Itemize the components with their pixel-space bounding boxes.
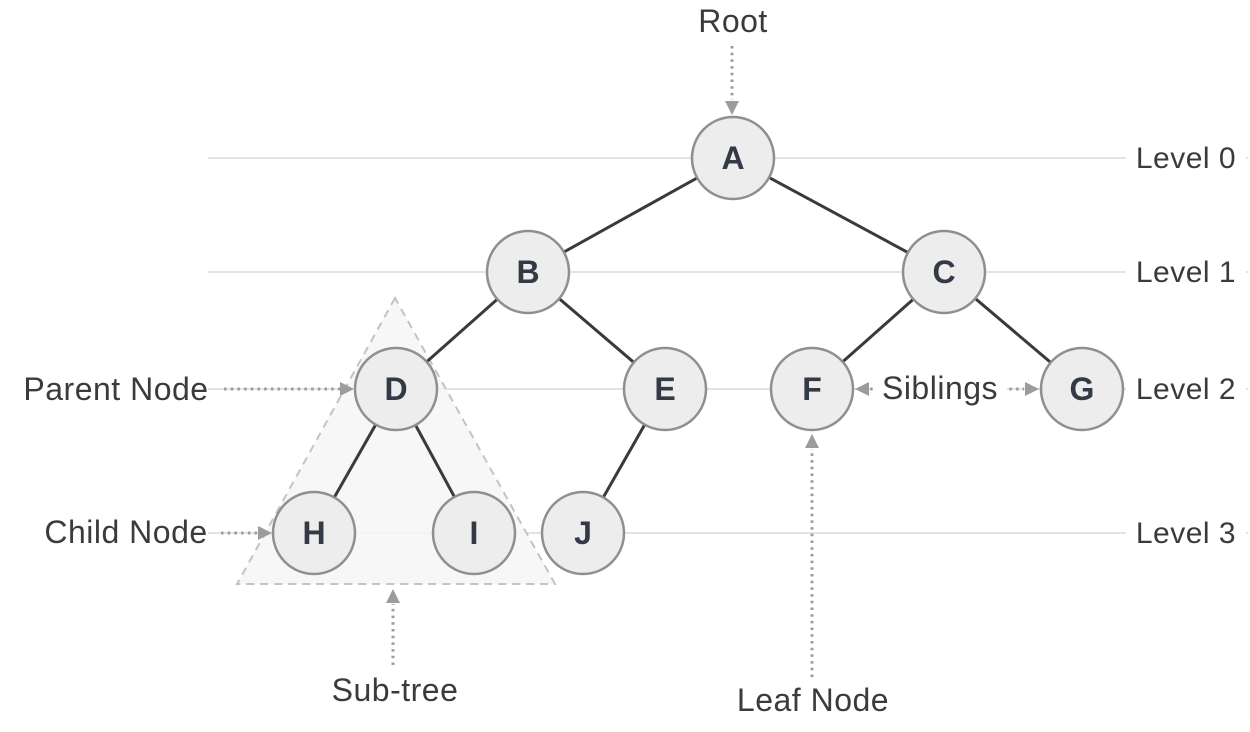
node-label-J: J xyxy=(574,515,592,551)
node-circle-G xyxy=(1039,346,1125,432)
leaf-node-label: Leaf Node xyxy=(736,682,890,718)
node-circle-J xyxy=(540,490,626,576)
leaf-node-arrow xyxy=(805,434,819,677)
parent-node-arrow xyxy=(224,382,354,396)
subtree-arrow xyxy=(386,589,400,665)
node-circle-C xyxy=(901,229,987,315)
node-label-E: E xyxy=(654,371,676,407)
parent-node-label: Parent Node xyxy=(23,371,209,407)
node-label-I: I xyxy=(469,515,479,551)
child-node-label: Child Node xyxy=(44,514,208,550)
subtree-label: Sub-tree xyxy=(331,672,459,708)
node-label-H: H xyxy=(302,515,326,551)
node-circle-B xyxy=(485,229,571,315)
node-circle-H xyxy=(271,490,357,576)
arrow-down-icon xyxy=(725,101,739,115)
node-label-F: F xyxy=(802,371,822,407)
siblings-arrow-right xyxy=(996,382,1039,396)
node-label-D: D xyxy=(384,371,408,407)
node-label-A: A xyxy=(721,140,745,176)
root-arrow xyxy=(725,46,739,115)
arrow-up-icon xyxy=(805,434,819,448)
level-label-0: Level 0 xyxy=(1125,141,1247,177)
node-circle-I xyxy=(431,490,517,576)
arrow-up-icon xyxy=(386,589,400,603)
node-circle-F xyxy=(769,346,855,432)
node-circle-D xyxy=(353,346,439,432)
node-label-C: C xyxy=(932,254,956,290)
level-label-2: Level 2 xyxy=(1125,372,1247,408)
siblings-label: Siblings xyxy=(872,369,1008,407)
node-circle-A xyxy=(690,115,776,201)
node-circle-E xyxy=(622,346,708,432)
node-label-G: G xyxy=(1069,371,1095,407)
level-label-1: Level 1 xyxy=(1125,255,1247,291)
arrow-right-icon xyxy=(340,382,354,396)
arrow-right-icon xyxy=(1025,382,1039,396)
arrow-right-icon xyxy=(258,526,272,540)
node-label-B: B xyxy=(516,254,540,290)
level-label-3: Level 3 xyxy=(1125,516,1247,552)
arrow-left-icon xyxy=(855,382,869,396)
root-label: Root xyxy=(698,3,768,39)
child-node-arrow xyxy=(221,526,272,540)
